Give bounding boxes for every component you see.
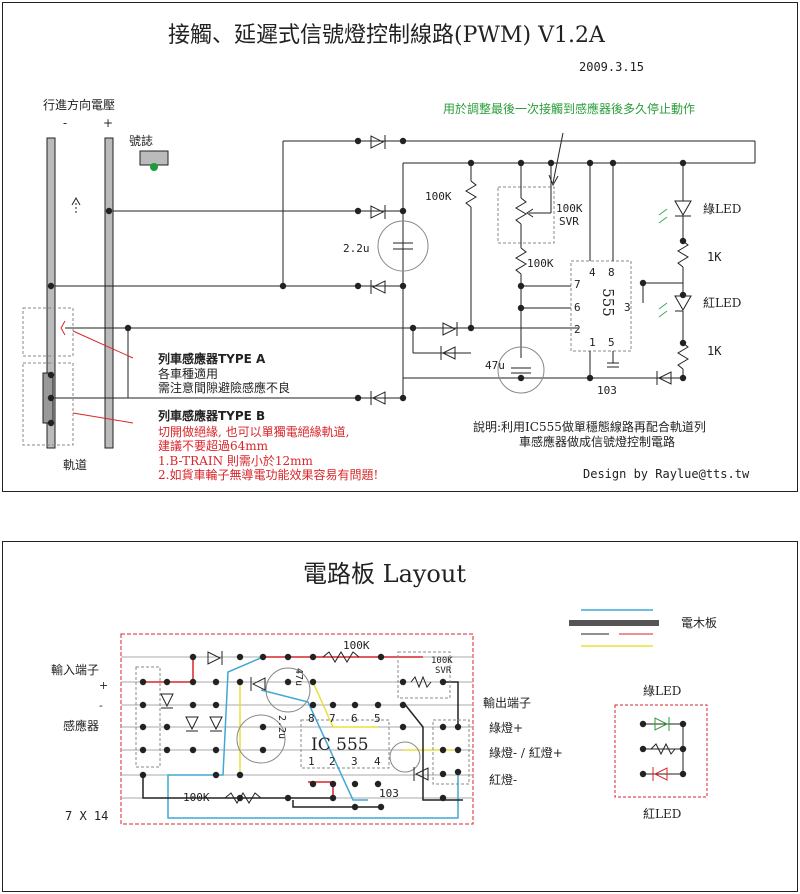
output-green-minus-red-plus: 綠燈- / 紅燈+ (489, 746, 563, 760)
layout-green-led-label: 綠LED (643, 684, 682, 698)
svr-sub-label: SVR (559, 215, 579, 228)
cap1-label: 2.2u (276, 714, 288, 740)
sensor-a-title: 列車感應器TYPE A (158, 352, 266, 366)
sensor-b-line2: 建議不要超過64mm (158, 439, 269, 453)
sensor-b-line3: 1.B-TRAIN 則需小於12mm (158, 454, 313, 468)
layout-panel: 電路板 Layout 電木板 輸入端子 + - 感應器 7 X 14 100K … (2, 541, 798, 892)
pin-7: 7 (574, 278, 581, 291)
sensor-label: 感應器 (63, 719, 100, 733)
rail-plus-label: + (103, 116, 114, 130)
pin-8: 8 (608, 266, 615, 279)
design-credit: Design by Raylue@tts.tw (583, 467, 750, 481)
ic-pin-1: 1 (308, 755, 315, 768)
r1-label: 100K (425, 190, 452, 203)
pin-5: 5 (608, 336, 615, 349)
output-terminal-label: 輸出端子 (483, 696, 532, 710)
pin-1: 1 (589, 336, 596, 349)
ic-pin-3: 3 (351, 755, 358, 768)
r-bottom-label: 100K (183, 791, 210, 804)
svr-note: 用於調整最後一次接觸到感應器後多久停止動作 (443, 102, 696, 116)
cap1-label: 2.2u (343, 242, 370, 255)
res-1k-b-label: 1K (707, 344, 722, 358)
schematic-title: 接觸、延遲式信號燈控制線路(PWM) V1.2A (168, 23, 605, 48)
output-green-plus: 綠燈+ (489, 721, 524, 735)
rail-minus (46, 137, 56, 449)
ic-pin-6: 6 (351, 712, 358, 725)
output-red-minus: 紅燈- (489, 773, 518, 787)
sensor-a-line2: 需注意間隙避險感應不良 (158, 381, 291, 395)
ic-pin-7: 7 (329, 712, 336, 725)
signal-lamp (139, 150, 169, 166)
input-plus: + (99, 679, 109, 692)
input-minus: - (99, 699, 103, 712)
pin-6: 6 (574, 301, 581, 314)
pin-4: 4 (589, 266, 596, 279)
r-top-label: 100K (343, 639, 370, 652)
schematic-drawing (22, 132, 756, 449)
cap2-label: 47u (293, 667, 305, 687)
description-line1: 說明:利用IC555做單穩態線路再配合軌道列 (473, 420, 706, 434)
layout-drawing (120, 609, 708, 825)
ic-pin-8: 8 (308, 712, 315, 725)
layout-title: 電路板 Layout (303, 560, 466, 588)
rail-minus-label: - (63, 116, 68, 130)
signal-label: 號誌 (129, 134, 154, 148)
svr-label: 100K (556, 202, 583, 215)
legend-board-label: 電木板 (681, 616, 718, 630)
track-label: 軌道 (63, 458, 88, 472)
cap3-label: 103 (379, 787, 399, 800)
r2-label: 100K (527, 257, 554, 270)
description-line2: 車感應器做成信號燈控制電路 (519, 435, 676, 449)
sensor-b-title: 列車感應器TYPE B (158, 409, 266, 423)
svr-label: 100K (431, 656, 453, 666)
board-size: 7 X 14 (65, 809, 109, 823)
sensor-b-line4: 2.如貨車輪子無導電功能效果容易有問題! (158, 468, 379, 482)
green-led-label: 綠LED (703, 202, 742, 216)
red-led-label: 紅LED (703, 296, 742, 310)
track-voltage-label: 行進方向電壓 (43, 98, 116, 112)
ic-pin-4: 4 (374, 755, 381, 768)
svr-sub-label: SVR (435, 666, 452, 676)
input-terminal-label: 輸入端子 (51, 663, 100, 677)
ic-pin-5: 5 (374, 712, 381, 725)
sensor-b-line1: 切開做絕緣, 也可以單獨電絕緣軌道, (158, 425, 350, 439)
ic-pin-2: 2 (329, 755, 336, 768)
schematic-panel: 接觸、延遲式信號燈控制線路(PWM) V1.2A 2009.3.15 行進方向電… (2, 2, 798, 492)
sensor-a-line1: 各車種適用 (158, 367, 219, 381)
res-1k-a-label: 1K (707, 250, 722, 264)
layout-red-led-label: 紅LED (643, 807, 682, 821)
cap2-label: 47u (485, 359, 505, 372)
ic-label: IC 555 (311, 735, 369, 755)
cap3-label: 103 (597, 384, 617, 397)
pin-2: 2 (574, 323, 581, 336)
ic-555-label: 555 (598, 288, 617, 317)
pin-3: 3 (624, 301, 631, 314)
schematic-date: 2009.3.15 (579, 60, 645, 74)
rail-plus (104, 137, 114, 449)
